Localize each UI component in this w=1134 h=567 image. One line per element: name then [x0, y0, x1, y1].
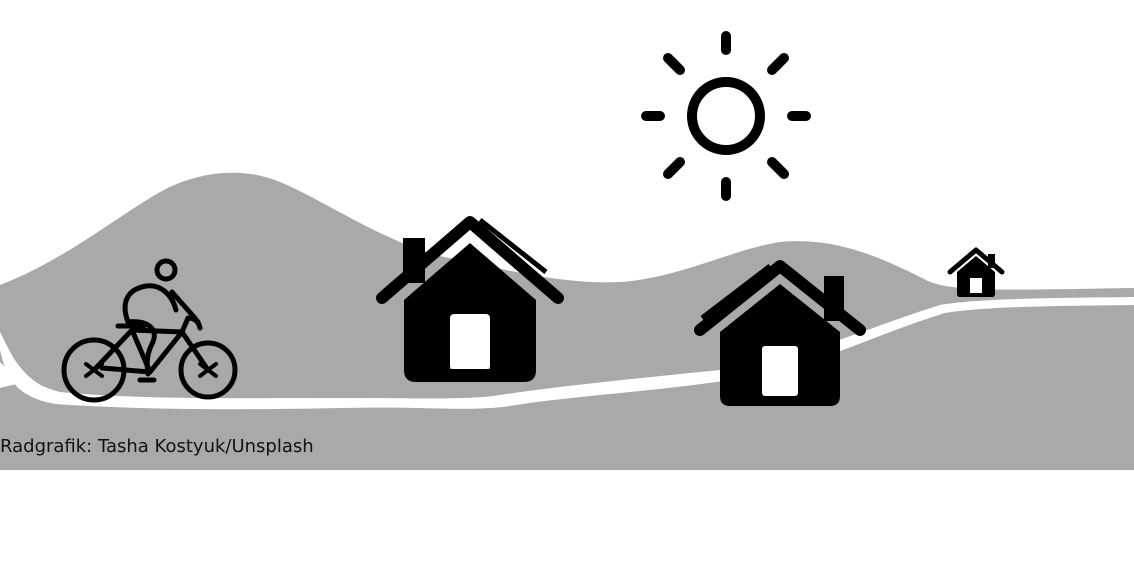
road-fork	[0, 362, 25, 388]
landscape-illustration	[0, 31, 1134, 470]
house-icon	[947, 247, 1005, 297]
hills	[0, 172, 1134, 470]
house-icon	[694, 260, 866, 406]
sun-icon	[641, 31, 811, 201]
bicycle-icon	[61, 258, 238, 403]
road	[0, 297, 1134, 410]
house-icon	[376, 216, 564, 382]
image-credit-caption: Radgrafik: Tasha Kostyuk/Unsplash	[0, 436, 314, 457]
